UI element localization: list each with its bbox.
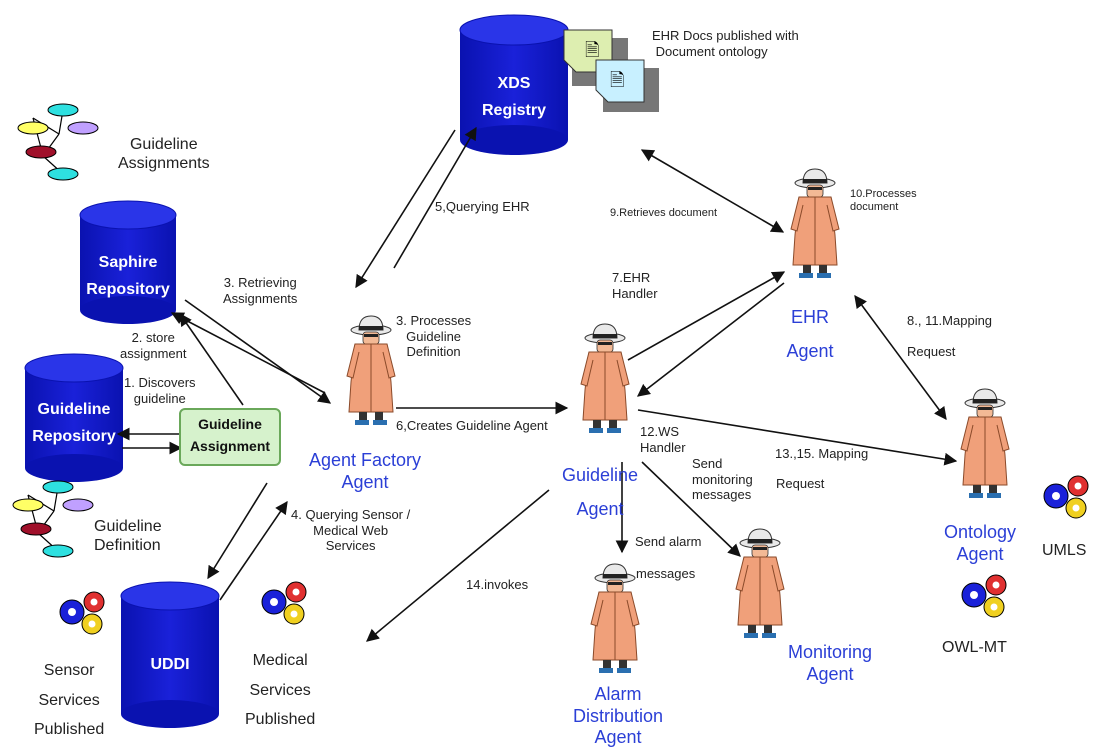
monitoring-agent-icon [735,528,785,639]
ontology-graph-icon [17,103,99,181]
retrieves-document-label: 9.Retrieves document [610,207,717,219]
ehr-agent-icon [790,168,840,279]
gears-icon [961,574,1007,618]
creates-guideline-agent-label: 6,Creates Guideline Agent [396,418,548,433]
mapping-request-1-label: 8., 11.Mapping [907,313,993,328]
retrieving-assignments-label: 3. Retrieving Assignments [223,275,298,306]
guideline-assignment-box: Guideline Assignment [179,408,281,466]
alarm-messages-label: messages [636,566,696,581]
send-monitoring-label: Send monitoring messages [692,456,753,503]
saphire-repository-label: Saphire Repository [86,254,170,299]
umls-label: UMLS [1042,542,1087,559]
sensor-services-label: Sensor Services Published [34,662,105,739]
owl-mt-label: OWL-MT [942,639,1007,656]
processes-document-label: 10.Processes document [850,188,917,214]
ehr-agent-label: EHR Agent [786,307,834,362]
querying-sensor-label: 4. Querying Sensor / Medical Web Service… [291,507,411,554]
guideline-repository-label: Guideline Repository [32,401,116,446]
ontology-graph-icon [12,480,94,558]
processes-guideline-label: 3. Processes Guideline Definition [396,313,472,360]
guideline-assignment-label: Guideline Assignment [189,416,271,455]
ontology-agent-icon [960,388,1010,499]
alarm-distribution-agent-label: Alarm Distribution Agent [572,684,664,748]
discovers-guideline-label: 1. Discovers guideline [124,375,196,406]
mapping-request-2-label: 13.,15. Mapping [775,446,869,461]
alarm-distribution-agent-icon [590,563,640,674]
gears-icon [59,591,105,635]
saphire-repository-cylinder [79,200,177,324]
xds-registry-label: XDS Registry [481,75,547,120]
mapping-request-1b-label: Request [907,344,956,359]
arrows [116,126,958,642]
guideline-assignments-label: Guideline Assignments [118,136,210,173]
medical-services-label: Medical Services Published [245,652,316,729]
guideline-agent-icon [580,323,630,434]
gears-icon [261,581,307,625]
mapping-request-2b-label: Request [776,476,825,491]
guideline-repository-cylinder [24,353,124,482]
xds-registry-cylinder [459,14,569,155]
guideline-agent-label: Guideline Agent [561,465,639,520]
invokes-label: 14.invokes [466,577,529,592]
ehr-docs-label: EHR Docs published with Document ontolog… [652,28,799,59]
uddi-cylinder [120,581,220,728]
send-alarm-label: Send alarm [635,534,702,549]
ehr-handler-label: 7.EHR Handler [612,270,658,301]
querying-ehr-label: 5,Querying EHR [435,199,530,214]
store-assignment-label: 2. store assignment [120,330,187,361]
agent-factory-agent-icon [346,315,396,426]
agent-factory-agent-label: Agent Factory Agent [308,450,422,492]
monitoring-agent-label: Monitoring Agent [787,642,873,684]
guideline-definition-label: Guideline Definition [94,518,162,555]
uddi-label: UDDI [150,656,190,673]
svg-text:🗎: 🗎 [610,70,624,90]
document-icon: 🗎 🗎 [563,29,659,112]
ws-handler-label: 12.WS Handler [640,424,686,455]
svg-text:🗎: 🗎 [585,40,599,60]
ontology-agent-label: Ontology Agent [943,522,1017,564]
gears-icon [1043,475,1089,519]
